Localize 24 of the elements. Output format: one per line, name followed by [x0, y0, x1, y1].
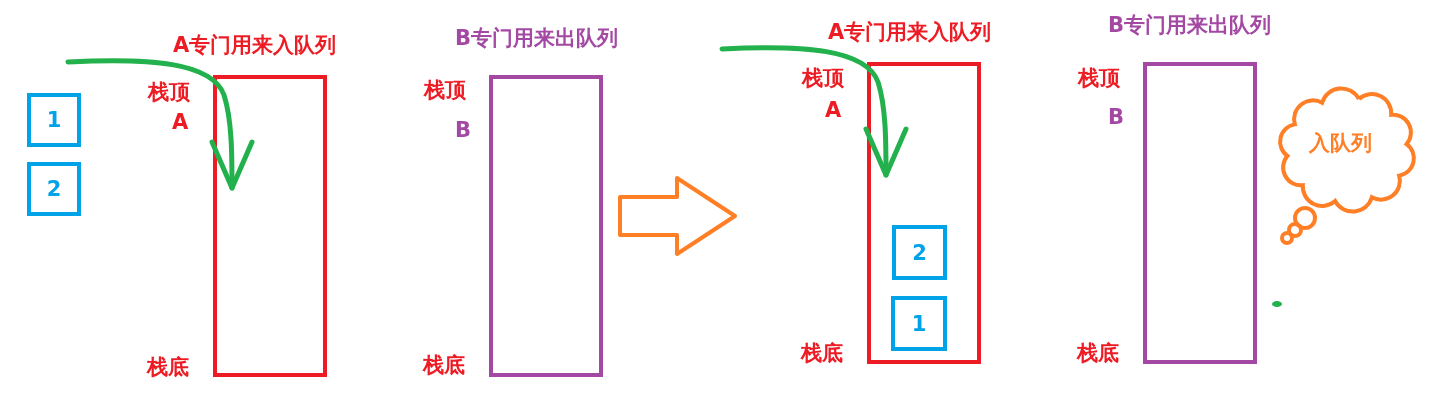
curved-arrow [719, 45, 909, 178]
stack-heading: B专门用来出队列 [1108, 13, 1271, 37]
stack-heading: A专门用来入队列 [173, 33, 337, 57]
side-label: B [1108, 105, 1124, 129]
side-label: A [825, 98, 842, 122]
side-label: A [172, 110, 189, 134]
stack-heading: A专门用来入队列 [828, 20, 992, 44]
side-label: 栈底 [147, 355, 189, 379]
number-box: 1 [27, 93, 81, 147]
side-label: 栈底 [801, 341, 843, 365]
number-box: 1 [891, 296, 947, 351]
side-label: 栈顶 [148, 80, 190, 104]
side-label: B [455, 118, 471, 142]
side-label: 栈底 [1077, 341, 1119, 365]
block-arrow [618, 176, 737, 256]
side-label: 栈顶 [1078, 66, 1120, 90]
side-label: 栈顶 [802, 66, 844, 90]
number-box: 2 [892, 225, 947, 280]
number-box: 2 [27, 162, 81, 216]
cloud-text: 入队列 [1308, 131, 1372, 155]
curved-arrow [65, 58, 255, 191]
side-label: 栈顶 [424, 78, 466, 102]
stack-heading: B专门用来出队列 [455, 26, 618, 50]
side-label: 栈底 [423, 353, 465, 377]
